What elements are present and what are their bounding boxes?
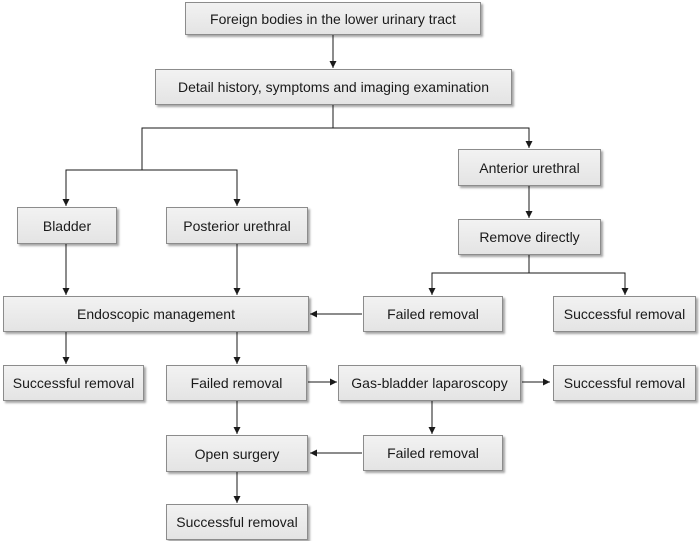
edge-split-bladder (62, 145, 143, 206)
node-successful-removal-2: Successful removal (3, 365, 144, 401)
node-gas-bladder-laparoscopy: Gas-bladder laparoscopy (338, 365, 521, 401)
node-successful-removal-1: Successful removal (553, 296, 696, 332)
edge-history-branch (141, 104, 334, 145)
node-remove-directly: Remove directly (458, 219, 601, 255)
node-failed-removal-3: Failed removal (363, 435, 503, 471)
node-endoscopic-management: Endoscopic management (3, 296, 309, 332)
edge-history-anterior (333, 127, 533, 148)
node-successful-removal-3: Successful removal (553, 365, 696, 401)
node-failed-removal-1: Failed removal (363, 296, 503, 332)
node-open-surgery: Open surgery (166, 435, 308, 472)
node-root: Foreign bodies in the lower urinary trac… (185, 2, 481, 35)
node-history: Detail history, symptoms and imaging exa… (155, 69, 512, 105)
edge-split-posterior (142, 169, 241, 206)
node-failed-removal-2: Failed removal (166, 365, 307, 401)
node-successful-removal-4: Successful removal (166, 504, 308, 540)
node-bladder: Bladder (17, 207, 117, 244)
node-posterior-urethral: Posterior urethral (166, 207, 308, 244)
edge-remove-success (529, 272, 629, 295)
node-anterior-urethral: Anterior urethral (458, 149, 601, 186)
edge-remove-failed (428, 254, 530, 295)
